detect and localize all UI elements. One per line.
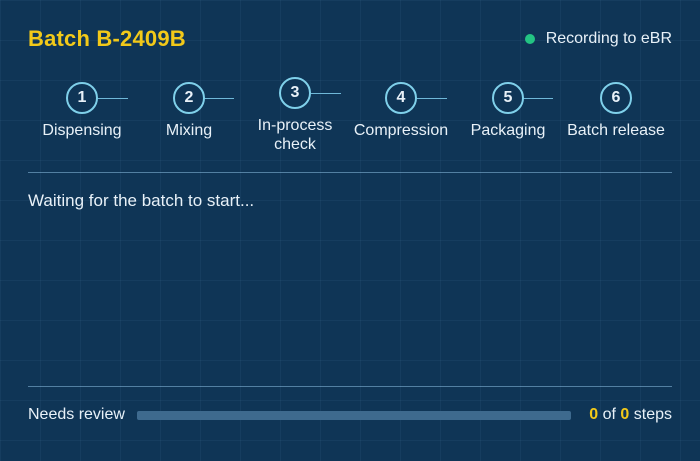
footer: Needs review 0 of 0 steps [28, 403, 672, 427]
step-connector [523, 98, 553, 99]
bottom-divider [28, 386, 672, 387]
needs-review-label: Needs review [28, 406, 125, 423]
process-stepper: 1 Dispensing 2 Mixing 3 In-process check… [28, 77, 672, 158]
step-label: Mixing [165, 122, 213, 139]
batch-title: Batch B-2409B [28, 26, 186, 51]
step-number-circle: 1 [66, 82, 98, 114]
status-message: Waiting for the batch to start... [28, 191, 255, 210]
total-count: 0 [620, 406, 630, 423]
step-batch-release[interactable]: 6 Batch release [563, 82, 669, 140]
of-text: of [602, 406, 616, 423]
header: Batch B-2409B Recording to eBR [28, 24, 672, 54]
step-packaging[interactable]: 5 Packaging [455, 82, 561, 140]
steps-text: steps [633, 406, 672, 423]
completed-count: 0 [589, 406, 599, 423]
step-dispensing[interactable]: 1 Dispensing [29, 82, 135, 140]
step-label: In-process check [257, 117, 333, 153]
step-label: Batch release [567, 122, 665, 139]
step-in-process-check[interactable]: 3 In-process check [242, 77, 348, 154]
step-number-circle: 4 [385, 82, 417, 114]
step-compression[interactable]: 4 Compression [348, 82, 454, 140]
progress-bar [136, 410, 572, 420]
step-number-circle: 2 [173, 82, 205, 114]
recording-status: Recording to eBR [524, 30, 672, 48]
step-label: Dispensing [42, 122, 122, 139]
recording-status-text: Recording to eBR [545, 30, 672, 47]
status-dot-icon [524, 34, 535, 44]
step-connector [311, 93, 341, 94]
steps-counter: 0 of 0 steps [589, 406, 672, 424]
step-number-circle: 3 [279, 77, 311, 109]
top-divider [28, 172, 672, 173]
step-mixing[interactable]: 2 Mixing [136, 82, 242, 140]
step-connector [417, 98, 447, 99]
step-label: Packaging [470, 122, 546, 139]
step-number-circle: 5 [492, 82, 524, 114]
step-connector [98, 98, 128, 99]
step-connector [204, 98, 234, 99]
step-label: Compression [353, 122, 449, 139]
step-number-circle: 6 [600, 82, 632, 114]
